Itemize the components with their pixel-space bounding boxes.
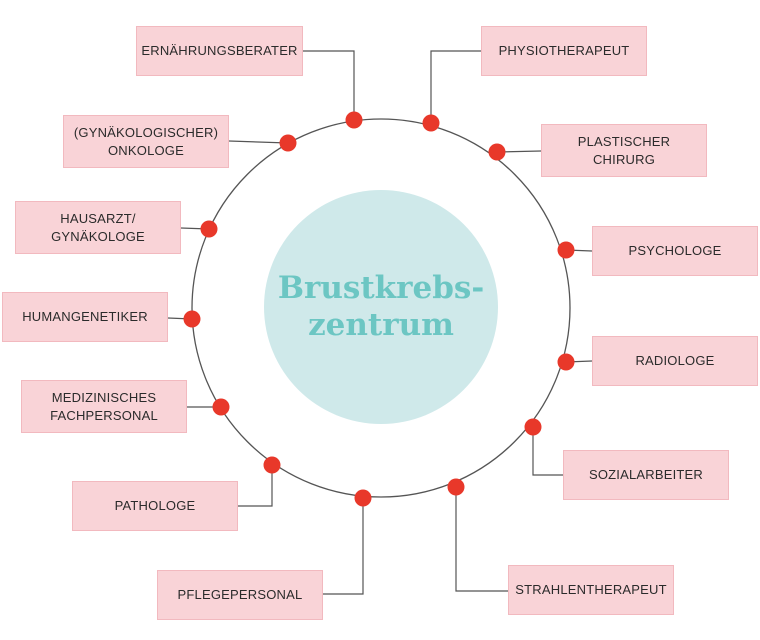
box-label-strahlentherapeut: STRAHLENTHERAPEUT <box>515 581 666 599</box>
center-title-line-1: Brustkrebs- <box>277 269 485 306</box>
box-label-line: FACHPERSONAL <box>50 407 158 423</box>
box-label-line: PLASTISCHER <box>577 133 671 149</box>
connector-sozialarbeiter <box>532 427 563 476</box>
node-radiologe <box>557 353 575 371</box>
box-label-ernaehrungsberater: ERNÄHRUNGSBERATER <box>141 42 297 60</box>
connector-onkologe <box>228 140 289 144</box>
box-physiotherapeut: PHYSIOTHERAPEUT <box>481 26 647 76</box>
box-humangenetiker: HUMANGENETIKER <box>2 292 168 342</box>
node-sozialarbeiter <box>524 418 542 436</box>
node-physiotherapeut <box>422 114 440 132</box>
connector-pathologe <box>238 465 273 507</box>
node-strahlentherapeut <box>447 478 465 496</box>
box-label-line: MEDIZINISCHES <box>51 389 157 405</box>
node-pflegepersonal <box>354 489 372 507</box>
box-hausarzt: HAUSARZT/GYNÄKOLOGE <box>15 201 181 254</box>
box-sozialarbeiter: SOZIALARBEITER <box>563 450 729 500</box>
box-label-line: ERNÄHRUNGSBERATER <box>141 43 298 59</box>
center-title: Brustkrebs- zentrum <box>264 190 498 424</box>
box-label-sozialarbeiter: SOZIALARBEITER <box>589 466 703 484</box>
box-label-onkologe: (GYNÄKOLOGISCHER) ONKOLOGE <box>74 124 218 159</box>
node-psychologe <box>557 241 575 259</box>
node-ernaehrungsberater <box>345 111 363 129</box>
box-label-line: (GYNÄKOLOGISCHER) <box>73 124 219 140</box>
box-plastischer-chirurg: PLASTISCHER CHIRURG <box>541 124 707 177</box>
connector-pflegepersonal <box>323 498 364 595</box>
ring-nodes <box>183 111 575 507</box>
box-label-line: PATHOLOGE <box>114 498 196 514</box>
box-label-physiotherapeut: PHYSIOTHERAPEUT <box>499 42 630 60</box>
box-ernaehrungsberater: ERNÄHRUNGSBERATER <box>136 26 303 76</box>
node-humangenetiker <box>183 310 201 328</box>
node-onkologe <box>279 134 297 152</box>
outer-ring <box>191 118 571 498</box>
connector-ernaehrungsberater <box>303 50 355 120</box>
box-label-line: ONKOLOGE <box>107 142 184 158</box>
box-label-line: CHIRURG <box>592 151 656 167</box>
box-label-fachpersonal: MEDIZINISCHES FACHPERSONAL <box>50 389 158 424</box>
center-title-line-2: zentrum <box>308 307 454 343</box>
box-label-line: SOZIALARBEITER <box>588 467 704 483</box>
box-pflegepersonal: PFLEGEPERSONAL <box>157 570 323 620</box>
box-label-psychologe: PSYCHOLOGE <box>628 242 721 260</box>
box-label-humangenetiker: HUMANGENETIKER <box>22 308 148 326</box>
box-label-hausarzt: HAUSARZT/GYNÄKOLOGE <box>51 210 145 245</box>
connector-physiotherapeut <box>430 50 481 123</box>
box-label-line: STRAHLENTHERAPEUT <box>515 582 667 598</box>
node-hausarzt <box>200 220 218 238</box>
box-label-pathologe: PATHOLOGE <box>115 497 196 515</box>
box-label-line: PSYCHOLOGE <box>628 243 722 259</box>
connector-strahlentherapeut <box>455 487 508 592</box>
center-circle <box>264 190 498 424</box>
box-strahlentherapeut: STRAHLENTHERAPEUT <box>508 565 674 615</box>
box-pathologe: PATHOLOGE <box>72 481 238 531</box>
box-fachpersonal: MEDIZINISCHES FACHPERSONAL <box>21 380 187 433</box>
box-onkologe: (GYNÄKOLOGISCHER) ONKOLOGE <box>63 115 229 168</box>
node-plastischer-chirurg <box>488 143 506 161</box>
box-label-line: HAUSARZT/ <box>60 210 136 226</box>
box-label-line: PHYSIOTHERAPEUT <box>498 43 630 59</box>
box-radiologe: RADIOLOGE <box>592 336 758 386</box>
box-label-line: GYNÄKOLOGE <box>51 228 145 244</box>
box-label-line: PFLEGEPERSONAL <box>177 587 303 603</box>
box-psychologe: PSYCHOLOGE <box>592 226 758 276</box>
node-fachpersonal <box>212 398 230 416</box>
box-label-radiologe: RADIOLOGE <box>635 352 714 370</box>
box-label-plastischer-chirurg: PLASTISCHER CHIRURG <box>578 133 671 168</box>
node-pathologe <box>263 456 281 474</box>
box-label-line: HUMANGENETIKER <box>22 309 148 325</box>
box-label-line: RADIOLOGE <box>635 353 715 369</box>
box-label-pflegepersonal: PFLEGEPERSONAL <box>178 586 303 604</box>
